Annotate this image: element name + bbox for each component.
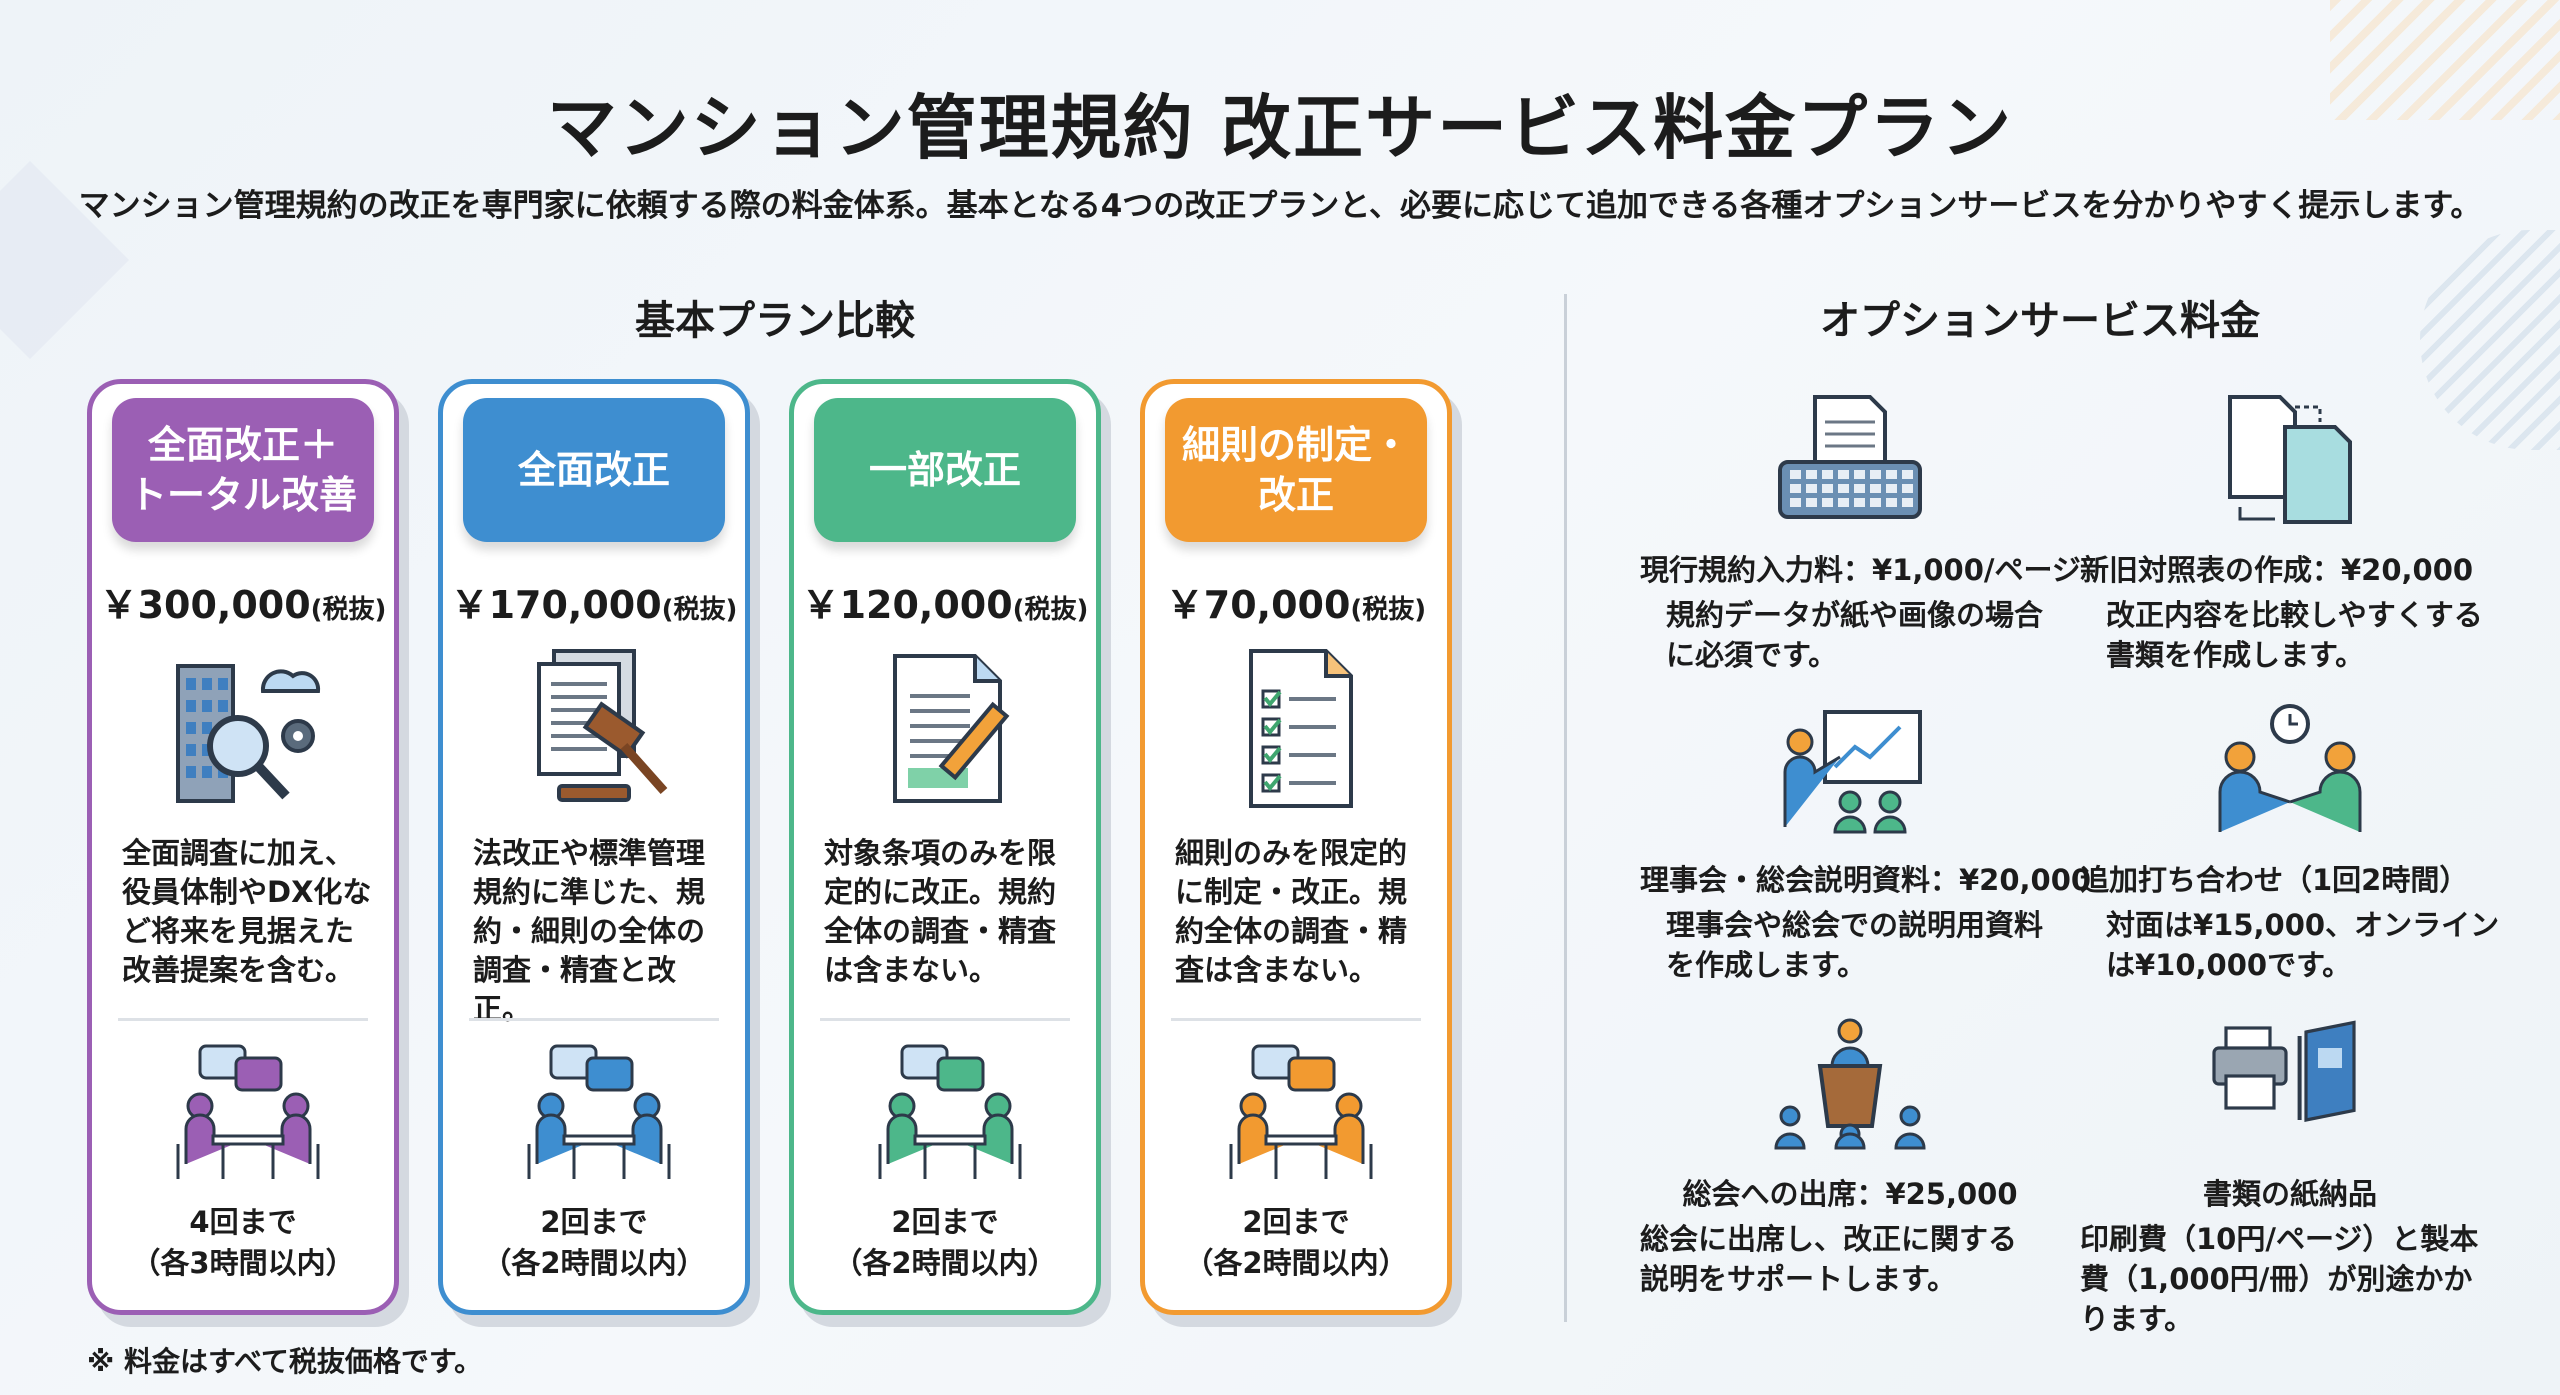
card-divider: [1171, 1018, 1421, 1021]
plan-description: 全面調査に加え、役員体制やDX化など将来を見据えた改善提案を含む。: [122, 836, 372, 987]
option-title: 追加打ち合わせ（1回2時間）: [2080, 863, 2469, 897]
plan-description: 対象条項のみを限定的に改正。規約全体の調査・精査は含まない。: [824, 836, 1057, 987]
plan-price: ￥120,000(税抜): [794, 574, 1096, 629]
meeting-icon: [168, 1044, 328, 1184]
section-divider: [1564, 294, 1567, 1322]
meeting-duration: （各2時間以内）: [833, 1246, 1057, 1280]
plan-price: ￥300,000(税抜): [92, 574, 394, 629]
option-title: 書類の紙納品: [2202, 1177, 2377, 1211]
plan-name: 一部改正: [814, 398, 1076, 542]
plans-heading: 基本プラン比較: [635, 298, 915, 344]
plan-description: 細則のみを限定的に制定・改正。規約全体の調査・精査は含まない。: [1175, 836, 1408, 987]
meeting-icon: [1221, 1044, 1381, 1184]
plan-price: ￥70,000(税抜): [1145, 574, 1447, 629]
documents-gavel-icon: [519, 646, 679, 811]
document-compare-icon: [2210, 392, 2370, 527]
card-divider: [118, 1018, 368, 1021]
meeting-count: 2回まで （各2時間以内）: [1145, 1202, 1447, 1284]
building-search-cloud-gear-icon: [168, 646, 328, 811]
option-item: 総会への出席：¥25,000 総会に出席し、改正に関する説明をサポートします。: [1640, 1016, 2060, 1299]
option-item: 現行規約入力料：¥1,000/ページ 規約データが紙や画像の場合に必須です。: [1640, 392, 2081, 675]
meeting-limit: 2回まで: [540, 1205, 648, 1239]
plan-price: ￥170,000(税抜): [443, 574, 745, 629]
option-item: 新旧対照表の作成：¥20,000 改正内容を比較しやすくする書類を作成します。: [2080, 392, 2500, 675]
meeting-count: 2回まで （各2時間以内）: [443, 1202, 745, 1284]
plan-price-value: ￥70,000: [1165, 583, 1351, 627]
page-subtitle: マンション管理規約の改正を専門家に依頼する際の料金体系。基本となる4つの改正プラ…: [78, 188, 2482, 224]
card-divider: [469, 1018, 719, 1021]
typewriter-icon: [1770, 392, 1930, 527]
option-description: 規約データが紙や画像の場合に必須です。: [1666, 598, 2044, 672]
plan-name-label: 全面改正＋ トータル改善: [128, 423, 357, 517]
option-title: 現行規約入力料：¥1,000/ページ: [1640, 553, 2081, 587]
plan-name-label: 一部改正: [868, 448, 1021, 492]
handshake-clock-icon: [2210, 702, 2370, 837]
option-description: 理事会や総会での説明用資料を作成します。: [1666, 908, 2044, 982]
meeting-icon: [519, 1044, 679, 1184]
plan-name: 全面改正: [463, 398, 725, 542]
checklist-icon: [1221, 646, 1381, 811]
presentation-icon: [1770, 702, 1930, 837]
page-title: マンション管理規約 改正サービス料金プラン: [546, 87, 2014, 169]
meeting-count: 4回まで （各3時間以内）: [92, 1202, 394, 1284]
option-item: 書類の紙納品 印刷費（10円/ページ）と製本費（1,000円/冊）が別途かかりま…: [2080, 1016, 2500, 1339]
option-description: 印刷費（10円/ページ）と製本費（1,000円/冊）が別途かかります。: [2080, 1222, 2479, 1336]
plan-card: 全面改正＋ トータル改善 ￥300,000(税抜) 全面調査に加え、役員体制やD…: [87, 379, 399, 1315]
tax-note: (税抜): [310, 595, 387, 625]
option-item: 追加打ち合わせ（1回2時間） 対面は¥15,000、オンラインは¥10,000で…: [2080, 702, 2500, 985]
footnote: ※ 料金はすべて税抜価格です。: [87, 1345, 483, 1378]
card-divider: [820, 1018, 1070, 1021]
plan-price-value: ￥170,000: [450, 583, 662, 627]
tax-note: (税抜): [661, 595, 738, 625]
plan-name: 全面改正＋ トータル改善: [112, 398, 374, 542]
document-pencil-icon: [870, 646, 1030, 811]
plan-price-value: ￥300,000: [99, 583, 311, 627]
plan-card: 一部改正 ￥120,000(税抜) 対象条項のみを限定的に改正。規約全体の調査・…: [789, 379, 1101, 1315]
option-description: 対面は¥15,000、オンラインは¥10,000です。: [2106, 908, 2500, 982]
meeting-icon: [870, 1044, 1030, 1184]
meeting-limit: 4回まで: [189, 1205, 297, 1239]
plan-price-value: ￥120,000: [801, 583, 1013, 627]
option-title: 総会への出席：¥25,000: [1682, 1177, 2018, 1211]
meeting-duration: （各3時間以内）: [131, 1246, 355, 1280]
options-heading: オプションサービス料金: [1820, 298, 2260, 344]
meeting-duration: （各2時間以内）: [482, 1246, 706, 1280]
plan-card: 全面改正 ￥170,000(税抜) 法改正や標準管理規約に準じた、規約・細則の全…: [438, 379, 750, 1315]
plan-name-label: 細則の制定・ 改正: [1181, 423, 1410, 517]
meeting-limit: 2回まで: [1242, 1205, 1350, 1239]
tax-note: (税抜): [1350, 595, 1427, 625]
meeting-duration: （各2時間以内）: [1184, 1246, 1408, 1280]
plan-description: 法改正や標準管理規約に準じた、規約・細則の全体の調査・精査と改正。: [473, 836, 706, 1026]
plan-name-label: 全面改正: [517, 448, 670, 492]
meeting-count: 2回まで （各2時間以内）: [794, 1202, 1096, 1284]
background-decoration: [2330, 0, 2560, 120]
plan-name: 細則の制定・ 改正: [1165, 398, 1427, 542]
option-title: 理事会・総会説明資料：¥20,000: [1640, 863, 2092, 897]
tax-note: (税抜): [1012, 595, 1089, 625]
option-description: 改正内容を比較しやすくする書類を作成します。: [2106, 598, 2483, 672]
podium-audience-icon: [1770, 1016, 1930, 1151]
option-description: 総会に出席し、改正に関する説明をサポートします。: [1640, 1222, 2018, 1296]
plan-card: 細則の制定・ 改正 ￥70,000(税抜) 細則のみを限定的に制定・改正。規約全…: [1140, 379, 1452, 1315]
meeting-limit: 2回まで: [891, 1205, 999, 1239]
option-item: 理事会・総会説明資料：¥20,000 理事会や総会での説明用資料を作成します。: [1640, 702, 2092, 985]
option-title: 新旧対照表の作成：¥20,000: [2080, 553, 2474, 587]
printer-binder-icon: [2210, 1016, 2370, 1151]
